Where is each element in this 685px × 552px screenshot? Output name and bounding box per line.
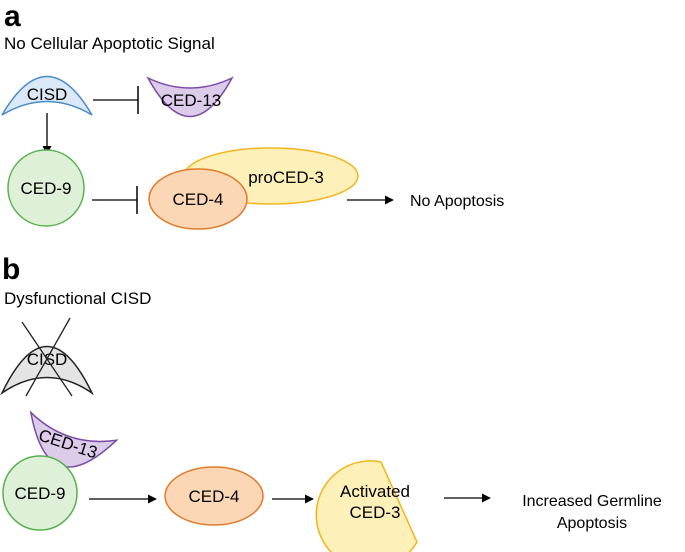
ced4-b-ellipse — [164, 466, 264, 526]
ced9-b-label: CED-9 — [14, 484, 65, 503]
panel-a-letter: a — [4, 0, 21, 33]
ced4-b-label: CED-4 — [188, 487, 239, 506]
outcome-a-label: No Apoptosis — [410, 193, 504, 210]
ced4-label: CED-4 — [172, 190, 223, 209]
outcome-b-label-line1: Increased Germline — [522, 493, 662, 510]
panel-b-letter: b — [2, 253, 20, 286]
ced13-label: CED-13 — [161, 91, 221, 110]
panel-b: b Dysfunctional CISD CISD CED-13 CED-9 C… — [0, 253, 662, 552]
cisd-label: CISD — [27, 85, 68, 104]
ced9-label: CED-9 — [20, 179, 71, 198]
panel-a: a No Cellular Apoptotic Signal CISD CED-… — [1, 0, 504, 230]
activated-ced3-label-line1: Activated — [340, 482, 410, 501]
ced4-ellipse — [148, 168, 248, 230]
cisd-disabled-shape — [0, 346, 94, 396]
outcome-b-label-line2: Apoptosis — [557, 515, 627, 532]
proced3-label: proCED-3 — [248, 168, 324, 187]
cross-out-mark — [21, 317, 73, 397]
ced9-circle — [7, 149, 85, 227]
ced13-bound-shape — [29, 410, 119, 468]
cisd-shape — [1, 75, 93, 116]
activated-ced3-shape — [315, 460, 418, 552]
activated-ced3-label-line2: CED-3 — [349, 503, 400, 522]
panel-a-title: No Cellular Apoptotic Signal — [4, 34, 215, 53]
ced9-b-circle — [2, 455, 78, 531]
ced13-shape — [146, 76, 234, 118]
panel-b-title: Dysfunctional CISD — [4, 289, 151, 308]
